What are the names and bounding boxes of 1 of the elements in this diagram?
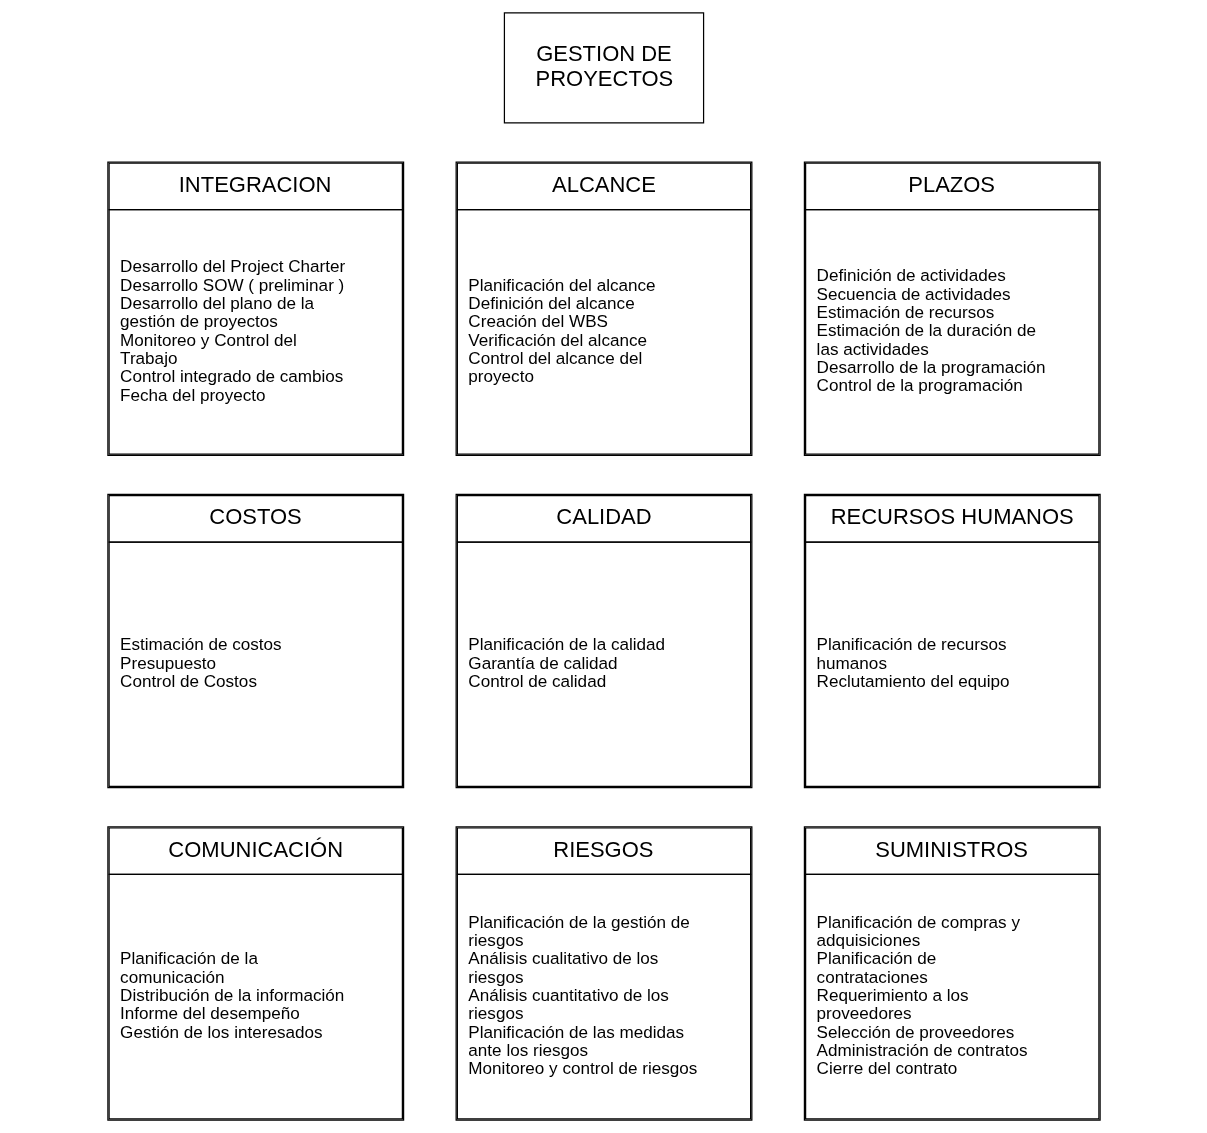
node-box: GESTION DE PROYECTOS xyxy=(503,12,704,124)
